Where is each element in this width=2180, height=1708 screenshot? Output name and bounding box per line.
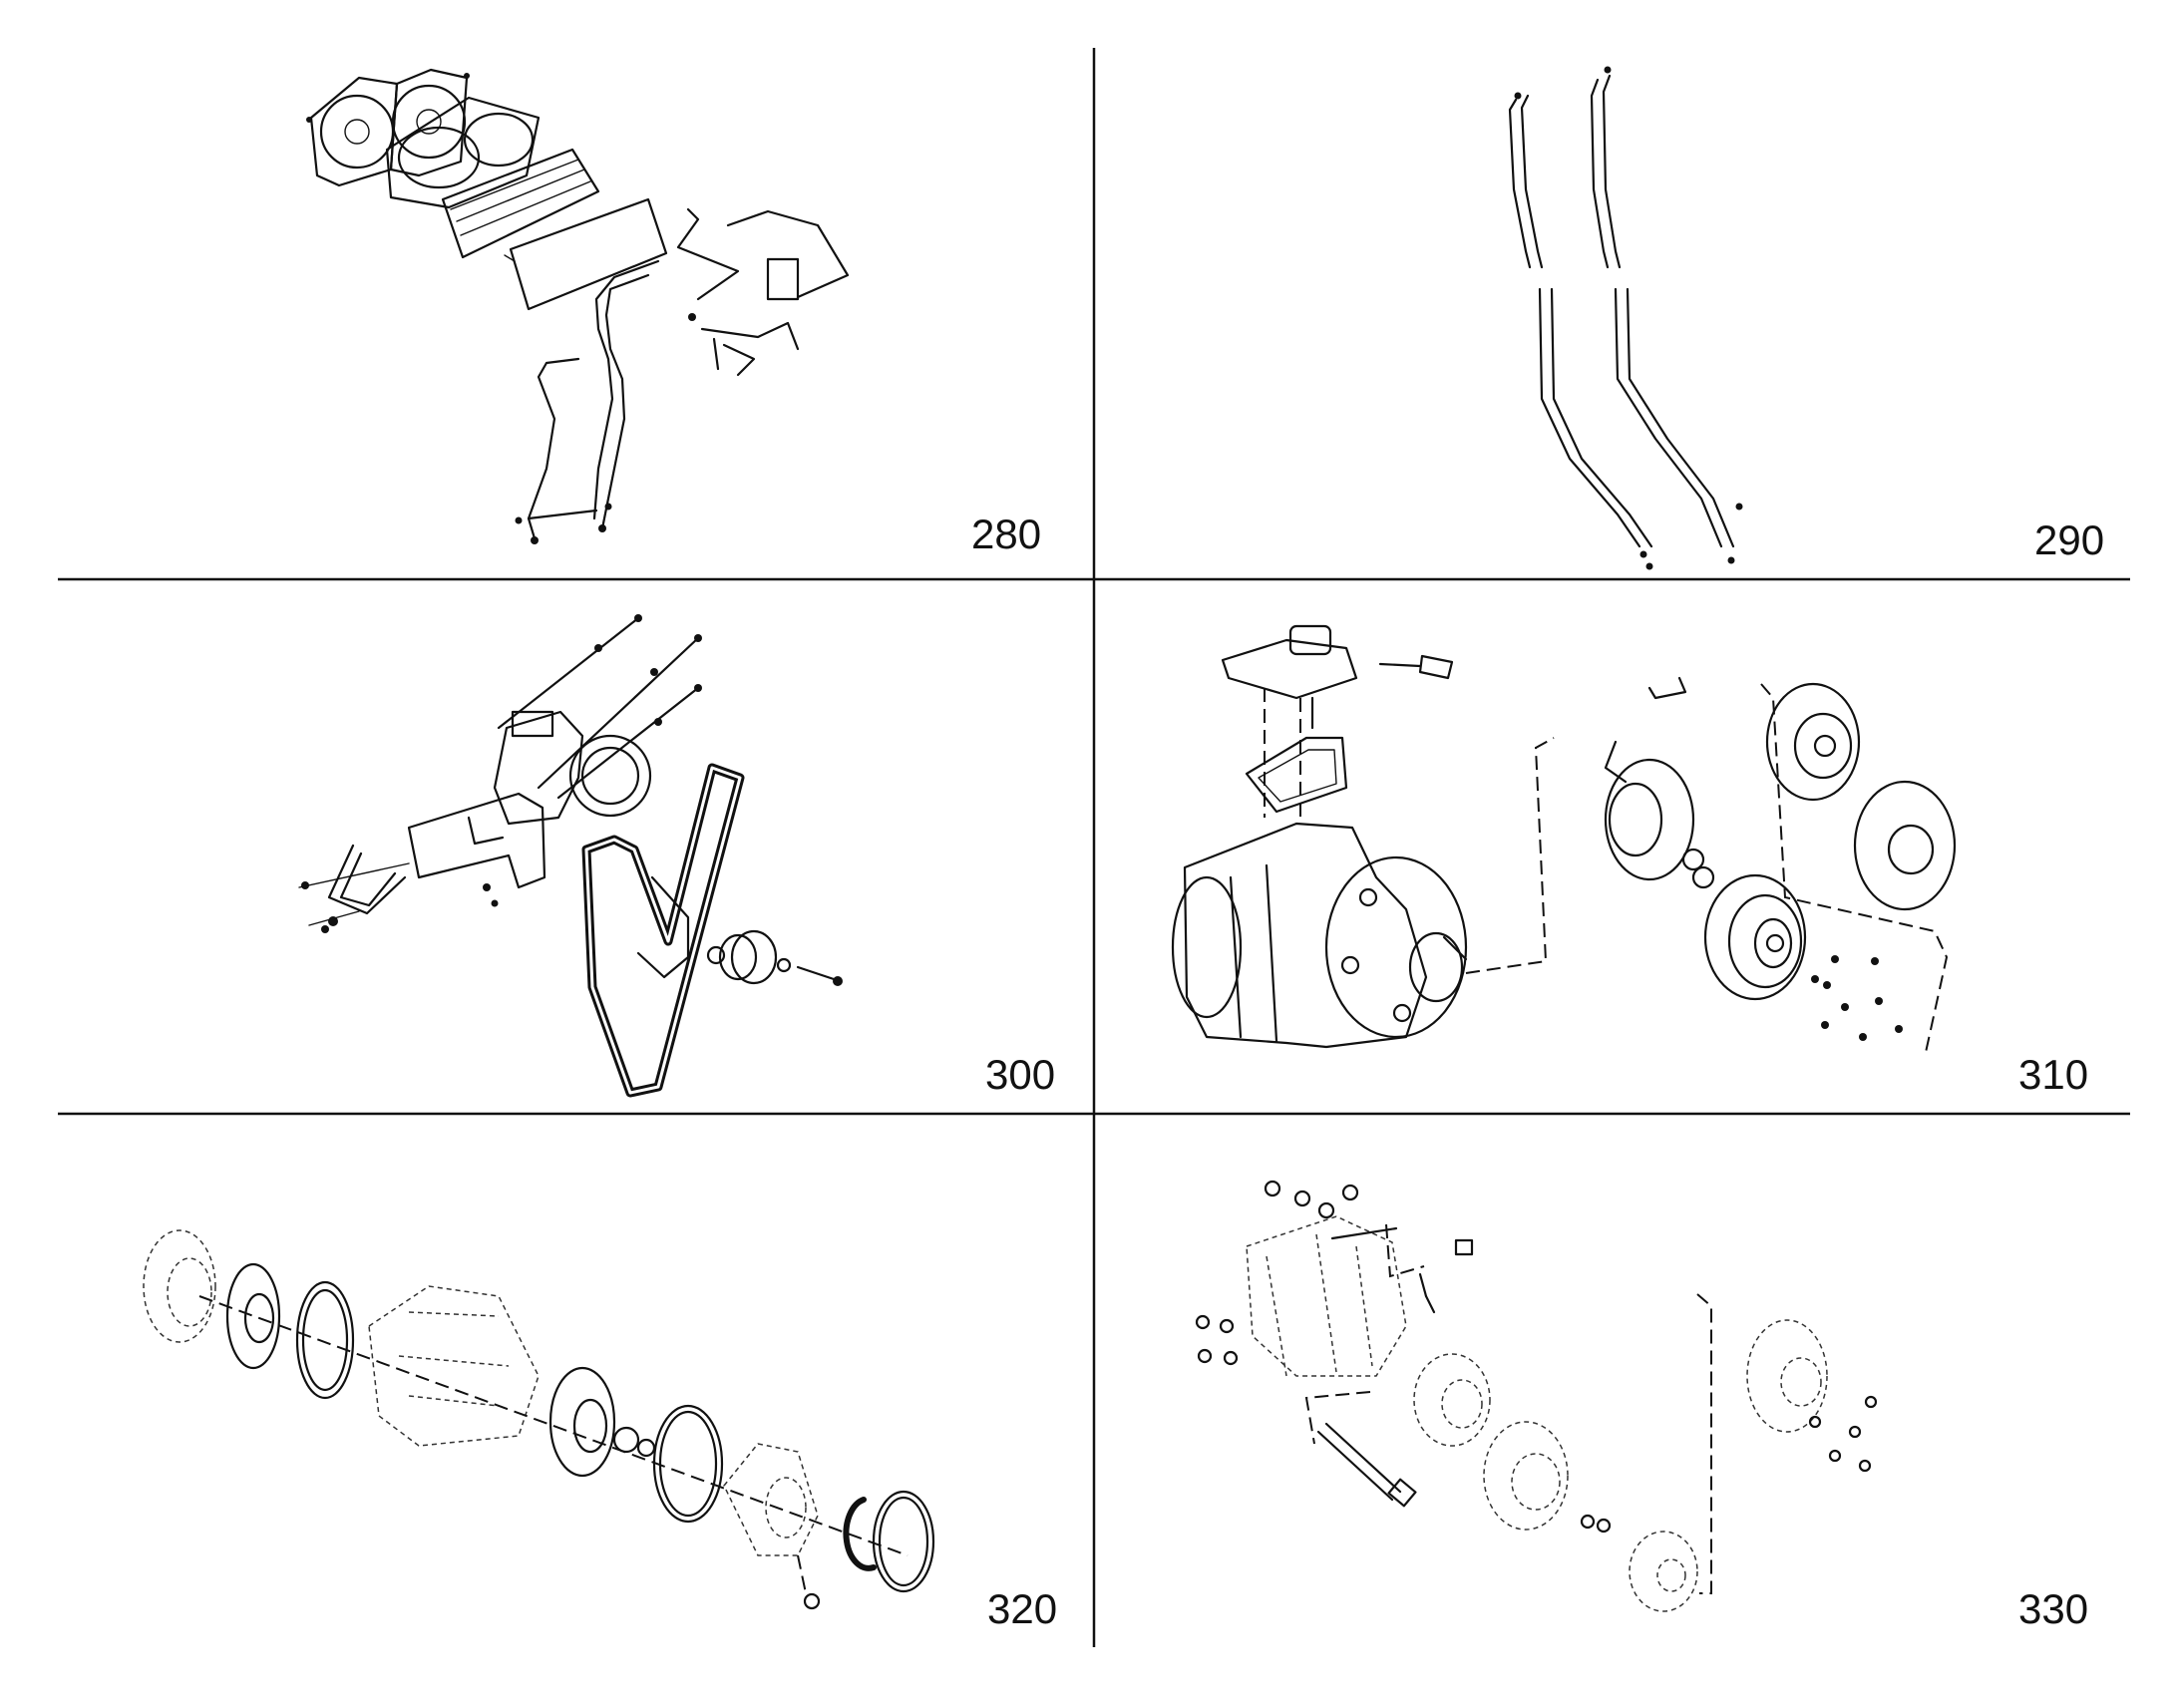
condenser-core — [441, 148, 668, 311]
idler-pulley-300 — [706, 929, 843, 986]
figure-number-310: 310 — [2018, 1051, 2088, 1098]
front-plate-330 — [1580, 1514, 1698, 1612]
fan-shroud-right — [389, 68, 469, 177]
bracket-straps-300 — [298, 844, 499, 933]
panel-290-illustration[interactable] — [1508, 66, 1743, 570]
o-ring-320-mid — [652, 1404, 724, 1524]
panel-320-illustration[interactable] — [143, 1229, 935, 1610]
ac-hose-lines — [527, 207, 850, 540]
pulley-330 — [1483, 1421, 1569, 1531]
mount-bolts-300 — [497, 614, 702, 800]
figure-number-290: 290 — [2034, 516, 2104, 563]
pins-330 — [1195, 1314, 1239, 1366]
compressor-body-330 — [1246, 1215, 1407, 1377]
seal-ring-320 — [872, 1490, 935, 1593]
clutch-hub-330 — [1746, 1319, 1828, 1433]
clutch-plate-320 — [143, 1229, 281, 1370]
figure-number-300: 300 — [985, 1051, 1055, 1098]
fan-frame — [385, 96, 541, 209]
hose-right — [1590, 66, 1743, 564]
bolt-330 — [1316, 1226, 1474, 1508]
fasteners-330 — [1808, 1395, 1878, 1473]
figure-number-320: 320 — [987, 1585, 1057, 1632]
assembly-path-330a — [1304, 1223, 1425, 1445]
clutch-plates-310 — [1760, 682, 1957, 1058]
compressor-300 — [493, 710, 652, 826]
fan-shroud-left — [309, 76, 399, 187]
o-ring-320-front — [295, 1280, 355, 1400]
pulley-310 — [1703, 873, 1807, 1001]
clutch-coil-310 — [1465, 676, 1715, 974]
mount-bracket-300 — [407, 792, 546, 889]
drive-belt-300 — [581, 763, 745, 1098]
fasteners-310 — [1811, 955, 1903, 1041]
panel-300-illustration[interactable] — [298, 614, 843, 1098]
panel-330-illustration[interactable] — [1195, 1180, 1878, 1612]
gasket-310 — [1245, 736, 1348, 814]
front-plate-320 — [548, 1366, 656, 1478]
grid-lines — [58, 48, 2130, 1647]
hose-left — [1508, 92, 1653, 570]
drain-plug-320 — [797, 1554, 821, 1610]
figure-number-280: 280 — [971, 511, 1041, 557]
panel-280-illustration[interactable] — [306, 68, 850, 544]
panel-310-illustration[interactable] — [1171, 624, 1957, 1058]
assembly-path-330b — [1696, 1293, 1712, 1594]
assembly-axis-320 — [198, 1295, 908, 1556]
compressor-body-320 — [368, 1285, 540, 1447]
compressor-head-310 — [1221, 624, 1454, 818]
fasteners-280 — [306, 73, 696, 544]
figure-number-330: 330 — [2018, 1585, 2088, 1632]
bolts-top-330 — [1264, 1180, 1359, 1219]
snap-ring-320 — [843, 1497, 877, 1571]
compressor-body-310 — [1171, 822, 1468, 1049]
coil-330 — [1413, 1353, 1491, 1447]
rear-housing-320 — [723, 1443, 819, 1556]
